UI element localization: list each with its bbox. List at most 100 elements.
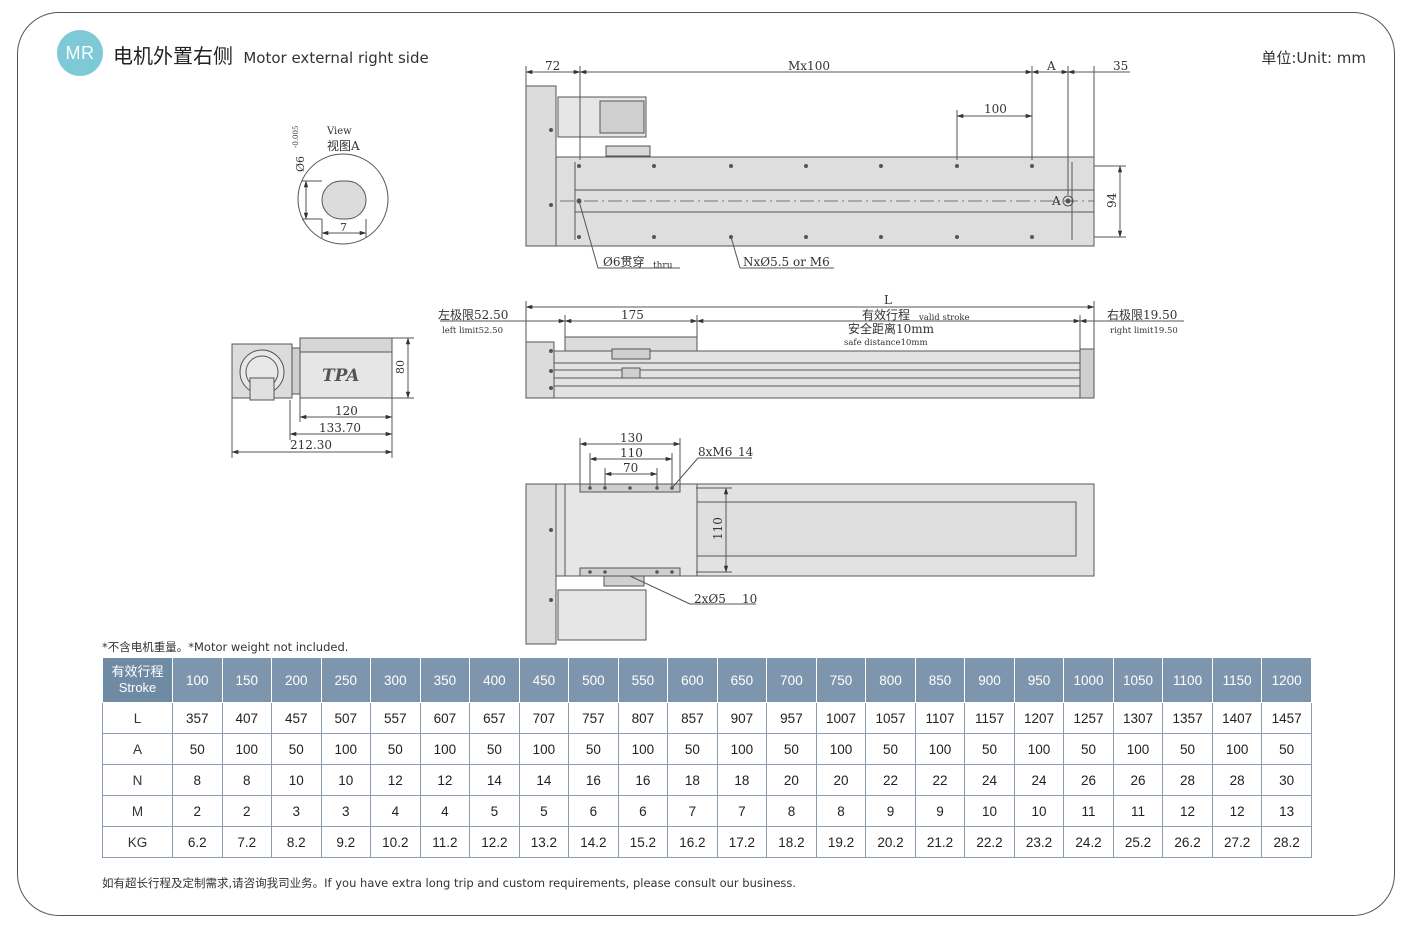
table-cell: 100 [617, 733, 669, 765]
table-cell: 1107 [914, 702, 966, 734]
table-cell: 28.2 [1261, 826, 1312, 858]
table-cell: 50 [370, 733, 421, 765]
table-cell: 26.2 [1162, 826, 1213, 858]
dim-mx100: Mx100 [788, 59, 830, 73]
table-cell: 50 [172, 733, 223, 765]
table-cell: 10 [964, 795, 1015, 827]
table-cell: 457 [271, 702, 322, 734]
table-cell: 4 [419, 795, 471, 827]
table-cell: 8 [221, 764, 273, 796]
table-cell: 100 [320, 733, 372, 765]
table-cell: 50 [271, 733, 322, 765]
table-cell: 19.2 [815, 826, 867, 858]
callout-bottom: 2xØ5 [694, 592, 726, 606]
table-cell: 5 [518, 795, 570, 827]
dim-100: 100 [984, 102, 1007, 116]
table-cell: 3 [320, 795, 372, 827]
table-cell: 12.2 [469, 826, 520, 858]
table-cell: 9.2 [320, 826, 372, 858]
callout-hole-sub: thru [653, 261, 673, 271]
right-limit-cn: 右极限19.50 [1107, 307, 1177, 322]
dim-212: 212.30 [290, 438, 332, 452]
dim-175: 175 [621, 308, 644, 322]
left-limit-en: left limit52.50 [442, 326, 503, 336]
table-cell: 24.2 [1063, 826, 1114, 858]
stroke-header-cn: 有效行程 [111, 664, 164, 679]
view-label-cn: 视图A [327, 138, 360, 153]
callout-bottom-depth: 10 [742, 592, 757, 606]
dim-35: 35 [1113, 59, 1128, 73]
dim-a: A [1046, 59, 1056, 73]
safe-en: safe distance10mm [844, 338, 928, 348]
stroke-header-en: Stroke [118, 680, 157, 695]
callout-hole: Ø6贯穿 [603, 254, 644, 269]
dim-7: 7 [340, 221, 347, 234]
table-cell: 12 [370, 764, 421, 796]
table-cell: 22 [865, 764, 916, 796]
table-cell: 12 [419, 764, 471, 796]
stroke-header-1100: 1100 [1162, 657, 1213, 703]
title-cn: 电机外置右侧 [113, 44, 233, 68]
table-cell: 10.2 [370, 826, 421, 858]
dim-110-vertical: 110 [711, 517, 725, 540]
dim-dia: Ø6 [294, 156, 307, 172]
table-cell: 10 [320, 764, 372, 796]
table-cell: 8 [766, 795, 817, 827]
callout-top: 8xM6 [698, 445, 732, 459]
table-cell: 100 [419, 733, 471, 765]
table-cell: 100 [1013, 733, 1065, 765]
table-cell: 27.2 [1211, 826, 1263, 858]
stroke-en: valid stroke [918, 313, 970, 323]
table-cell: 100 [716, 733, 768, 765]
table-cell: 18.2 [766, 826, 817, 858]
table-cell: 9 [865, 795, 916, 827]
stroke-header-250: 250 [320, 657, 372, 703]
table-cell: 1307 [1112, 702, 1164, 734]
table-cell: 26 [1112, 764, 1164, 796]
table-cell: 507 [320, 702, 372, 734]
table-cell: 14 [518, 764, 570, 796]
table-cell: 2 [172, 795, 223, 827]
table-cell: 24 [1013, 764, 1065, 796]
stroke-header-1050: 1050 [1112, 657, 1164, 703]
dim-133: 133.70 [319, 421, 361, 435]
stroke-header-600: 600 [667, 657, 718, 703]
dim-tol: -0.005 [292, 126, 300, 148]
table-cell: 50 [1261, 733, 1312, 765]
table-cell: 1057 [865, 702, 916, 734]
table-cell: 6 [617, 795, 669, 827]
top-view [525, 66, 1130, 269]
table-cell: 857 [667, 702, 718, 734]
table-cell: 22.2 [964, 826, 1015, 858]
callout-mounting: NxØ5.5 or M6 [743, 255, 830, 269]
table-cell: 807 [617, 702, 669, 734]
view-label-en: View [326, 126, 352, 137]
table-cell: 100 [1211, 733, 1263, 765]
row-label: L [102, 702, 173, 734]
dim-110: 110 [620, 446, 643, 460]
table-cell: 1157 [964, 702, 1015, 734]
stroke-header-200: 200 [271, 657, 322, 703]
table-cell: 607 [419, 702, 471, 734]
stroke-header-950: 950 [1013, 657, 1065, 703]
table-cell: 2 [221, 795, 273, 827]
table-cell: 1407 [1211, 702, 1263, 734]
table-cell: 50 [865, 733, 916, 765]
footer-note: 如有超长行程及定制需求,请咨询我司业务。If you have extra lo… [102, 876, 797, 890]
table-cell: 25.2 [1112, 826, 1164, 858]
table-cell: 1357 [1162, 702, 1213, 734]
end-view [231, 337, 414, 458]
table-cell: 100 [815, 733, 867, 765]
row-label: M [102, 795, 173, 827]
stroke-header-150: 150 [221, 657, 273, 703]
table-cell: 50 [568, 733, 619, 765]
table-cell: 557 [370, 702, 421, 734]
table-cell: 1207 [1013, 702, 1065, 734]
dim-80: 80 [394, 360, 407, 374]
